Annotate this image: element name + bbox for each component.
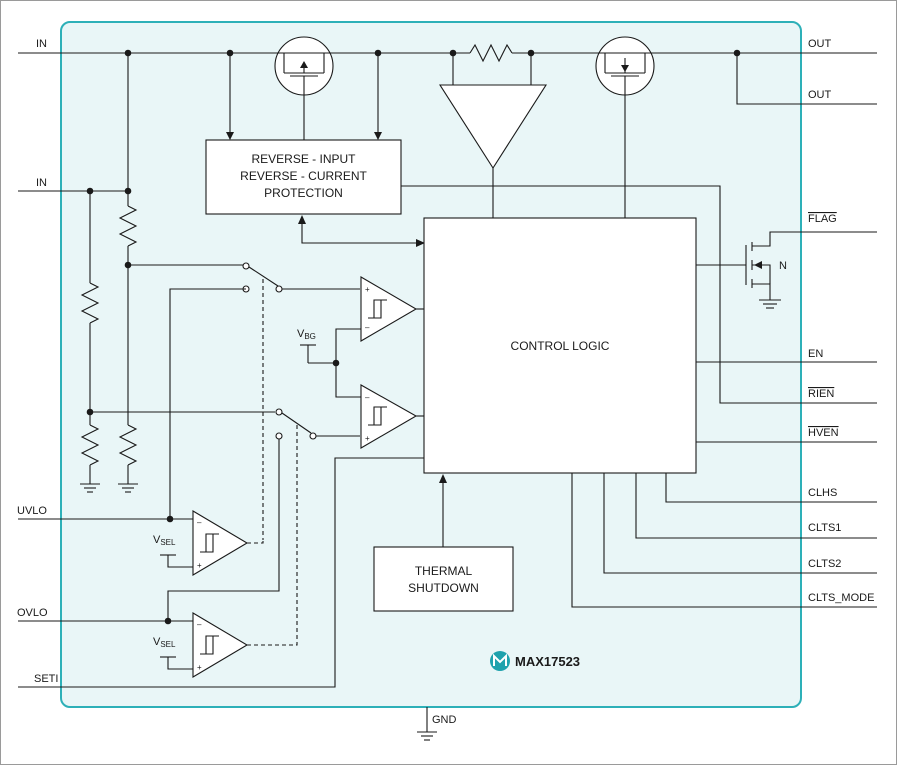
pin-clts1: CLTS1: [808, 522, 841, 534]
svg-text:–: –: [197, 620, 202, 629]
svg-text:–: –: [365, 393, 370, 402]
ground-icon-1: [80, 483, 100, 493]
pin-en: EN: [808, 348, 823, 360]
protection-line-1: REVERSE - INPUT: [251, 152, 356, 166]
pin-flag: FLAG: [808, 213, 837, 225]
pin-clhs: CLHS: [808, 487, 837, 499]
svg-text:+: +: [197, 561, 202, 570]
sense-amplifier-icon: [438, 53, 548, 218]
ground-icon-2: [118, 483, 138, 493]
gnd-pin: GND: [417, 707, 457, 741]
input-network: [18, 53, 275, 484]
pin-clts-mode: CLTS_MODE: [808, 592, 874, 604]
output-lines: [571, 361, 877, 608]
pin-seti: SETI: [34, 673, 58, 685]
protection-line-2: REVERSE - CURRENT: [240, 169, 367, 183]
pin-in-2: IN: [36, 177, 47, 189]
vbg-reference: VBG: [297, 328, 361, 398]
control-logic-label: CONTROL LOGIC: [511, 339, 610, 353]
nmos-label: N: [779, 260, 787, 272]
pin-ovlo: OVLO: [17, 607, 48, 619]
mosfet-1-icon: [274, 36, 334, 140]
pin-hven: HVEN: [808, 427, 839, 439]
mosfet-2-icon: [595, 36, 655, 218]
vbg-label: VBG: [297, 328, 316, 341]
comparator-1-icon: + –: [360, 276, 424, 342]
pin-clts2: CLTS2: [808, 558, 841, 570]
switch-2-icon: [167, 408, 360, 644]
ovlo-comparator-icon: – + VSEL: [18, 612, 298, 678]
maxim-logo-icon: [490, 651, 510, 671]
svg-text:–: –: [365, 323, 370, 332]
pin-rien: RIEN: [808, 388, 834, 400]
protection-line-3: PROTECTION: [264, 186, 343, 200]
vsel-label-2: VSEL: [153, 636, 176, 649]
pin-uvlo: UVLO: [17, 505, 47, 517]
protection-block: REVERSE - INPUT REVERSE - CURRENT PROTEC…: [205, 139, 402, 215]
svg-text:–: –: [197, 518, 202, 527]
svg-text:+: +: [197, 663, 202, 672]
svg-text:+: +: [365, 285, 370, 294]
pin-in-1: IN: [36, 38, 47, 50]
switch-1-icon: [169, 262, 360, 540]
pin-out-2: OUT: [808, 89, 832, 101]
part-number: MAX17523: [515, 654, 580, 669]
thermal-line-2: SHUTDOWN: [408, 581, 479, 595]
nmos-icon: N: [696, 231, 877, 309]
thermal-shutdown-block: THERMAL SHUTDOWN: [373, 546, 514, 612]
svg-text:+: +: [365, 434, 370, 443]
control-logic-block: CONTROL LOGIC: [423, 217, 697, 474]
vsel-label-1: VSEL: [153, 534, 176, 547]
comparator-2-icon: – +: [360, 384, 424, 449]
uvlo-comparator-icon: – + VSEL: [18, 510, 264, 576]
pin-out-1: OUT: [808, 38, 832, 50]
gnd-label: GND: [432, 714, 457, 726]
thermal-line-1: THERMAL: [415, 564, 473, 578]
